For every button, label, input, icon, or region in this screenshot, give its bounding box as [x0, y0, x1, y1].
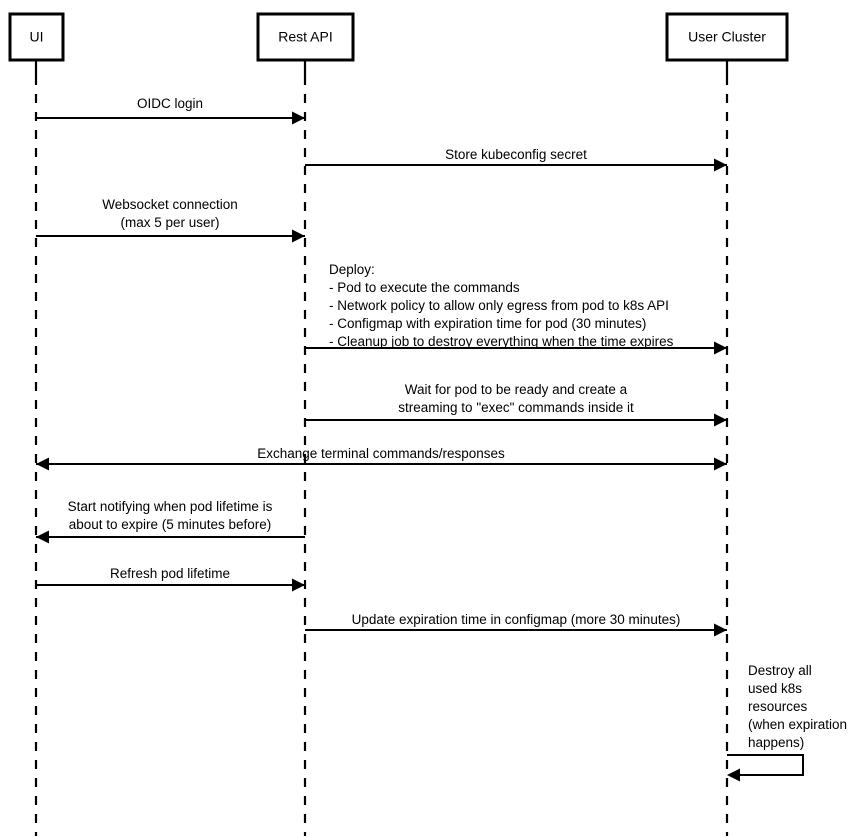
participant-rest-api[interactable]: Rest API — [256, 12, 355, 62]
message-update-expiration-time[interactable]: Update expiration time in configmap (mor… — [305, 612, 727, 637]
arrowhead-left-icon — [36, 457, 49, 471]
message-label: Store kubeconfig secret — [445, 147, 587, 162]
arrowhead-right-icon — [292, 111, 305, 125]
message-label: Deploy:- Pod to execute the commands- Ne… — [329, 262, 674, 349]
self-message-path — [727, 754, 804, 776]
message-label: Update expiration time in configmap (mor… — [352, 612, 681, 627]
participant-label-user-cluster: User Cluster — [688, 29, 766, 45]
arrowhead-right-icon — [714, 341, 727, 355]
message-websocket-connection[interactable]: Websocket connection(max 5 per user) — [36, 197, 305, 243]
arrowhead-left-icon — [727, 768, 740, 782]
message-refresh-pod-lifetime[interactable]: Refresh pod lifetime — [36, 566, 305, 592]
message-label: OIDC login — [137, 96, 203, 111]
lifelines-layer — [34, 60, 729, 836]
participant-user-cluster[interactable]: User Cluster — [665, 12, 789, 62]
arrowhead-right-icon — [714, 413, 727, 427]
arrowhead-right-icon — [714, 158, 727, 172]
message-oidc-login[interactable]: OIDC login — [36, 96, 305, 125]
participants-layer: UI Rest API User Cluster — [8, 12, 789, 62]
participant-ui[interactable]: UI — [8, 12, 65, 62]
message-label: Websocket connection(max 5 per user) — [102, 197, 238, 230]
message-exchange-terminal-commands[interactable]: Exchange terminal commands/responses — [36, 446, 727, 471]
participant-label-ui: UI — [30, 29, 44, 45]
arrowhead-right-icon — [714, 623, 727, 637]
message-label: Refresh pod lifetime — [110, 566, 230, 581]
arrowhead-left-icon — [36, 530, 49, 544]
arrowhead-right-icon — [714, 457, 727, 471]
message-deploy-resources[interactable]: Deploy:- Pod to execute the commands- Ne… — [305, 262, 727, 355]
arrowhead-right-icon — [292, 229, 305, 243]
message-store-kubeconfig-secret[interactable]: Store kubeconfig secret — [305, 147, 727, 172]
participant-label-rest-api: Rest API — [278, 29, 332, 45]
message-label: Exchange terminal commands/responses — [257, 446, 505, 461]
arrowhead-right-icon — [292, 578, 305, 592]
